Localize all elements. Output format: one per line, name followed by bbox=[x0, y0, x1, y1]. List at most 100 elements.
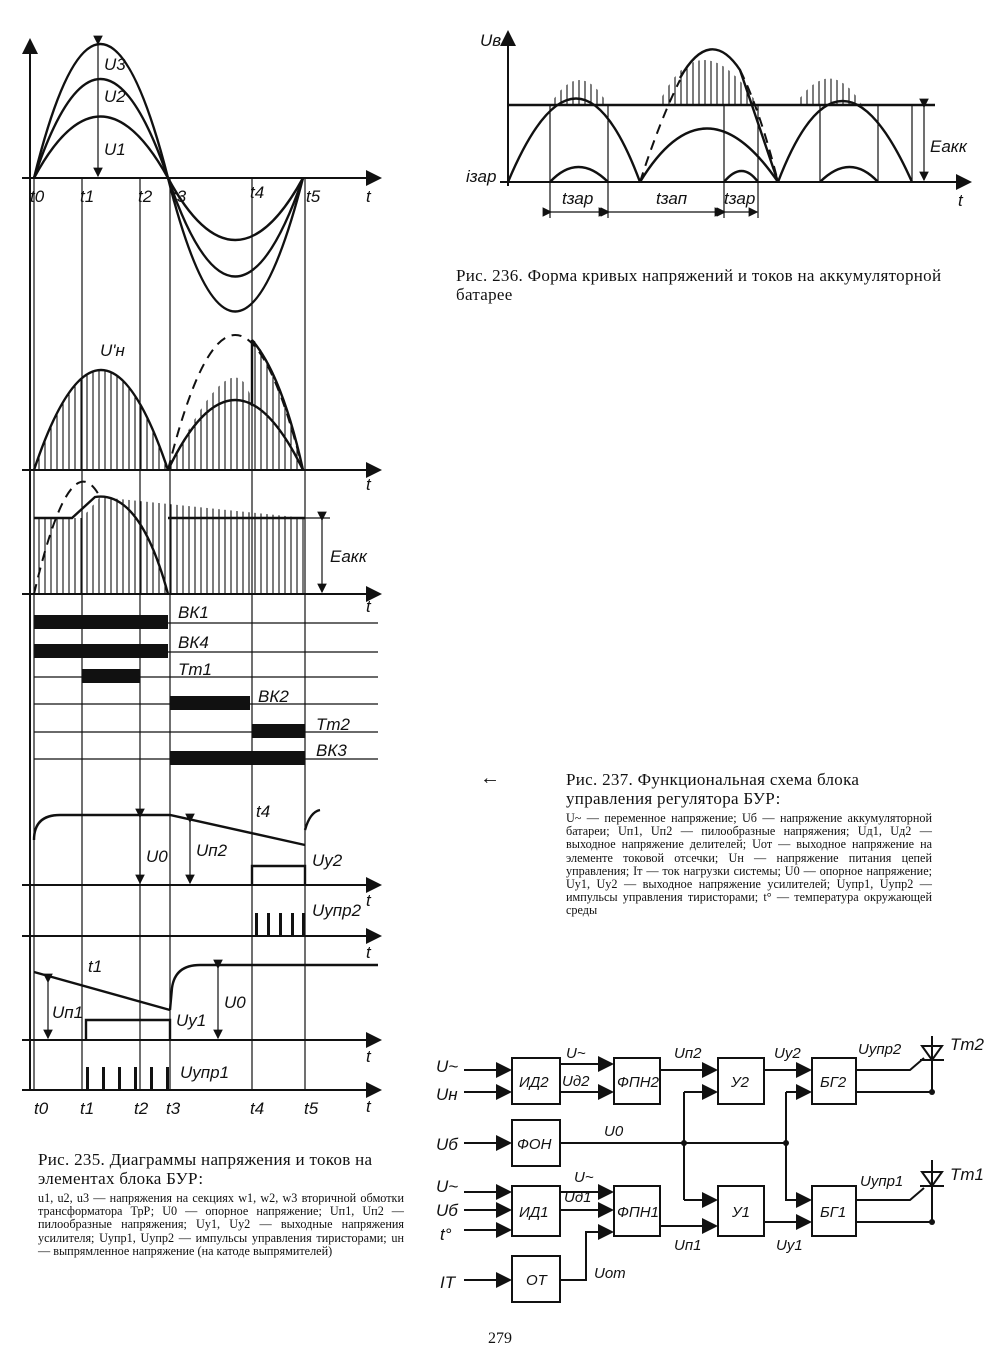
fig236-caption: Рис. 236. Форма кривых напряжений и токо… bbox=[456, 266, 966, 304]
sig-Uac-a: U~ bbox=[566, 1045, 586, 1062]
label-t-6: t bbox=[366, 1047, 372, 1066]
block-FON: ФОН bbox=[511, 1119, 561, 1167]
thyristor-Tt1: Тт1 bbox=[920, 1160, 984, 1222]
fig236-label-t: t bbox=[958, 191, 964, 210]
svg-text:ИД1: ИД1 bbox=[519, 1204, 549, 1221]
label-Uupr2: Uупр2 bbox=[312, 901, 362, 920]
sig-Uupr2: Uупр2 bbox=[858, 1041, 902, 1058]
fig237-caption-title: Рис. 237. Функциональная схема блока упр… bbox=[566, 770, 860, 808]
label-Upi2: Uп2 bbox=[196, 841, 228, 860]
input-temp: t° bbox=[440, 1225, 452, 1244]
pulses-Uupr1 bbox=[86, 1067, 169, 1090]
sig-Ud2: Uд2 bbox=[562, 1073, 590, 1090]
bar-label-VK4: ВК4 bbox=[178, 633, 209, 652]
svg-text:ФПН1: ФПН1 bbox=[617, 1204, 659, 1221]
svg-text:t3: t3 bbox=[172, 187, 187, 206]
fig237-arrow: ← bbox=[480, 767, 500, 789]
label-Un-prime: U'н bbox=[100, 341, 126, 360]
label-Uy2: Uу2 bbox=[312, 851, 343, 870]
fig235-caption-title: Рис. 235. Диаграммы напряжения и токов н… bbox=[38, 1150, 373, 1188]
time-gridlines bbox=[33, 178, 306, 1090]
svg-text:t1: t1 bbox=[80, 1099, 94, 1118]
curve-Un-2 bbox=[166, 398, 305, 471]
fig236-caption-text: Рис. 236. Форма кривых напряжений и токо… bbox=[456, 266, 942, 304]
label-t-1: t bbox=[366, 187, 372, 206]
svg-text:ИД2: ИД2 bbox=[519, 1074, 549, 1091]
sig-Uot: Uот bbox=[594, 1265, 626, 1282]
switching-bars: ВК1 ВК4 Тт1 ВК2 Тт2 ВК3 bbox=[34, 603, 378, 765]
svg-text:У2: У2 bbox=[730, 1074, 750, 1091]
input-Uac2: U~ bbox=[436, 1177, 458, 1196]
label-t4-lower: t4 bbox=[256, 802, 270, 821]
bar-label-VK3: ВК3 bbox=[316, 741, 347, 760]
label-U0-a: U0 bbox=[146, 847, 168, 866]
block-OT: ОТ bbox=[511, 1255, 561, 1303]
fig237-schematic: ← ИД2 ФПН2 У2 БГ2 ФОН ИД1 ФПН1 У1 БГ1 ОТ… bbox=[436, 767, 985, 1303]
curve-Un-1 bbox=[32, 369, 170, 471]
svg-text:t4: t4 bbox=[250, 1099, 264, 1118]
fig237-caption: Рис. 237. Функциональная схема блока упр… bbox=[566, 770, 932, 918]
label-E-akk: Eакк bbox=[330, 547, 368, 566]
bar-label-VK2: ВК2 bbox=[258, 687, 289, 706]
svg-text:t0: t0 bbox=[30, 187, 45, 206]
input-Un: Uн bbox=[436, 1085, 458, 1104]
bar-label-VK1: ВК1 bbox=[178, 603, 209, 622]
label-t-3: t bbox=[366, 597, 372, 616]
fig236-label-tzar-2: tзар bbox=[724, 189, 755, 208]
sig-Uac-b: U~ bbox=[574, 1169, 594, 1186]
svg-text:БГ1: БГ1 bbox=[820, 1204, 846, 1221]
label-U3: U3 bbox=[104, 55, 126, 74]
svg-text:У1: У1 bbox=[731, 1204, 750, 1221]
sig-Ud1: Uд1 bbox=[564, 1189, 591, 1206]
label-U0-b: U0 bbox=[224, 993, 246, 1012]
block-BG1: БГ1 bbox=[811, 1185, 857, 1237]
fig236-diagram: Uв iзар Eакк t tзар tзап tзар bbox=[466, 30, 972, 218]
label-U1: U1 bbox=[104, 140, 126, 159]
block-FPN2: ФПН2 bbox=[613, 1057, 661, 1105]
svg-text:Тт2: Тт2 bbox=[950, 1035, 985, 1054]
svg-text:t5: t5 bbox=[306, 187, 321, 206]
svg-text:t5: t5 bbox=[304, 1099, 319, 1118]
svg-text:t4: t4 bbox=[250, 183, 264, 202]
fig236-label-tzar-1: tзар bbox=[562, 189, 593, 208]
sig-Upi2: Uп2 bbox=[674, 1045, 702, 1062]
input-Ub: Uб bbox=[436, 1135, 459, 1154]
svg-text:t2: t2 bbox=[138, 187, 153, 206]
page-number: 279 bbox=[488, 1330, 512, 1347]
label-t1-lower: t1 bbox=[88, 957, 102, 976]
block-U1: У1 bbox=[717, 1185, 765, 1237]
fig236-label-izar: iзар bbox=[466, 167, 496, 186]
block-ID1: ИД1 bbox=[511, 1185, 561, 1237]
fig237-caption-body: U~ — переменное напряжение; Uб — напряже… bbox=[566, 811, 932, 918]
svg-text:t3: t3 bbox=[166, 1099, 181, 1118]
fig236-label-Eakk: Eакк bbox=[930, 137, 968, 156]
thyristor-Tt2: Тт2 bbox=[920, 1035, 985, 1092]
label-t-4: t bbox=[366, 891, 372, 910]
svg-text:ФОН: ФОН bbox=[517, 1136, 552, 1153]
sig-Uy1: Uу1 bbox=[776, 1237, 803, 1254]
svg-text:t1: t1 bbox=[80, 187, 94, 206]
svg-text:ОТ: ОТ bbox=[526, 1272, 549, 1289]
fig235-caption-body: u1, u2, u3 — напряжения на секциях w1, w… bbox=[38, 1191, 404, 1258]
svg-text:Тт1: Тт1 bbox=[950, 1165, 984, 1184]
fig236-label-tzap: tзап bbox=[656, 189, 688, 208]
block-U2: У2 bbox=[717, 1057, 765, 1105]
bar-label-Tt1: Тт1 bbox=[178, 660, 212, 679]
fig236-label-Ub: Uв bbox=[480, 31, 501, 50]
sig-Uy2: Uу2 bbox=[774, 1045, 801, 1062]
label-U2: U2 bbox=[104, 87, 126, 106]
input-Uac: U~ bbox=[436, 1057, 458, 1076]
block-BG2: БГ2 bbox=[811, 1057, 857, 1105]
fig236-verticals bbox=[549, 105, 913, 218]
pulses-Uupr2 bbox=[255, 913, 305, 936]
sig-U0: U0 bbox=[604, 1123, 624, 1140]
input-IT: IТ bbox=[440, 1273, 457, 1292]
fig235-caption: Рис. 235. Диаграммы напряжения и токов н… bbox=[38, 1150, 404, 1258]
svg-text:t2: t2 bbox=[134, 1099, 149, 1118]
label-t-5: t bbox=[366, 943, 372, 962]
sig-Uupr1: Uупр1 bbox=[860, 1173, 903, 1190]
input-Ub2: Uб bbox=[436, 1201, 459, 1220]
label-t-2: t bbox=[366, 475, 372, 494]
label-Upi1: Uп1 bbox=[52, 1003, 83, 1022]
time-marks-bottom: t0 t1 t2 t3 t4 t5 bbox=[34, 1099, 319, 1118]
